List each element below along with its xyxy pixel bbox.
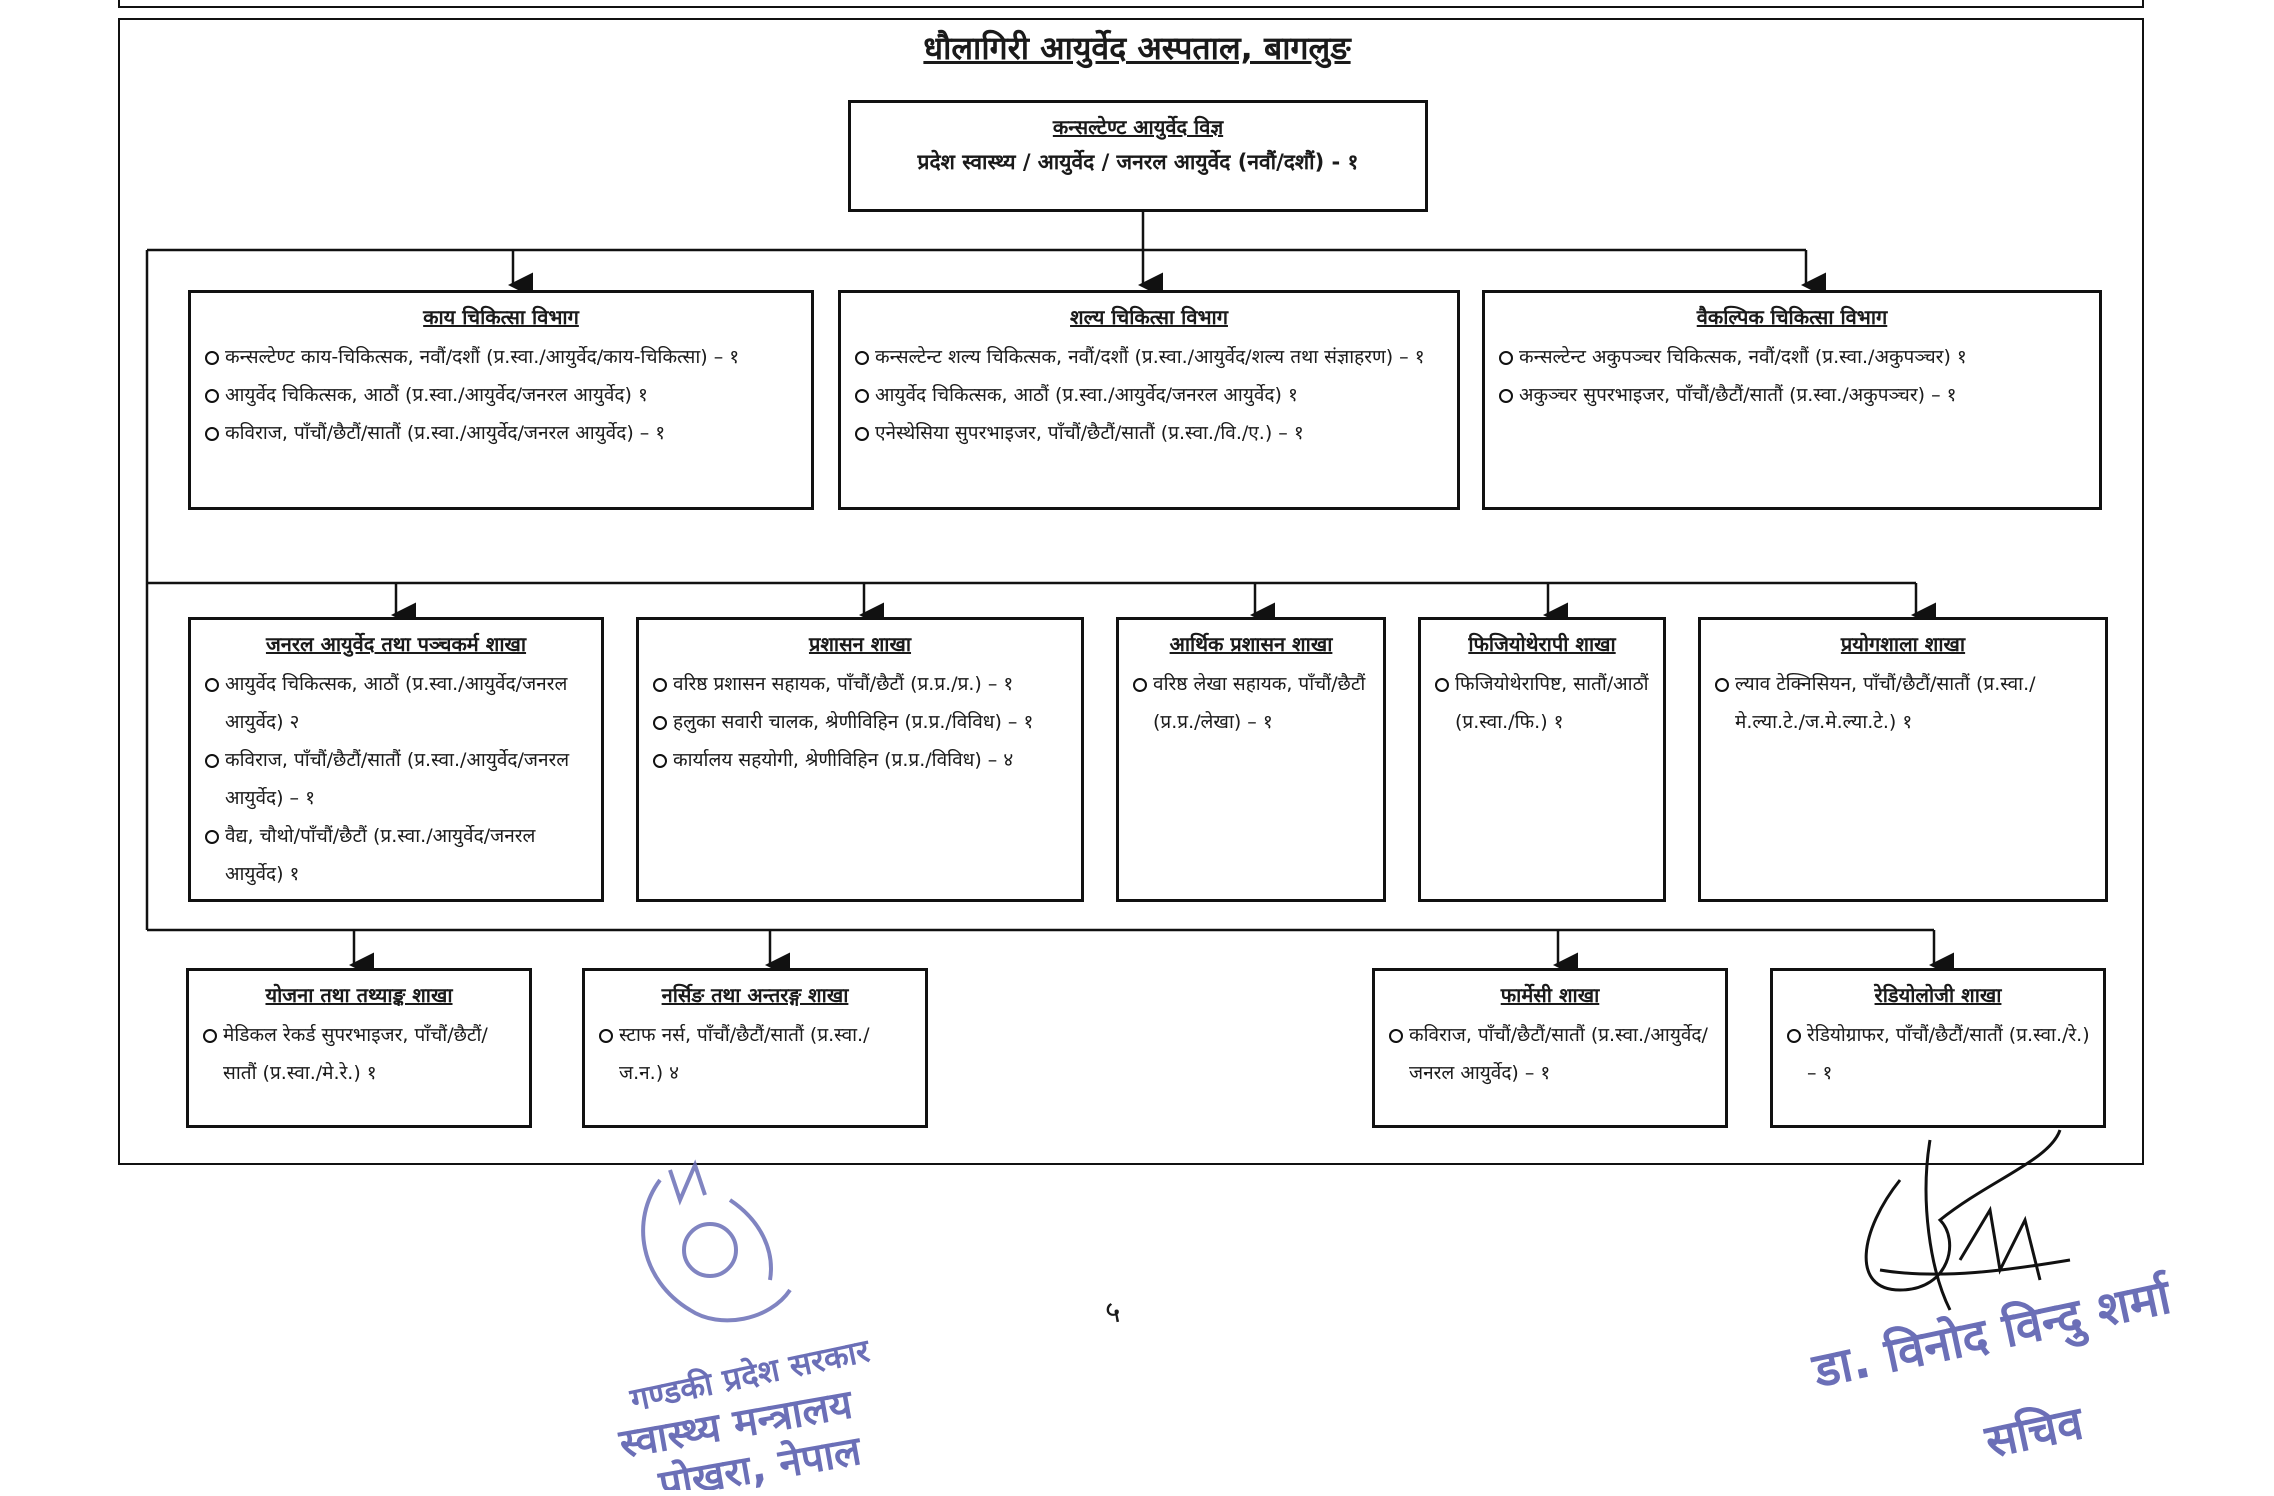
list-item: वरिष्ठ प्रशासन सहायक, पाँचौं/छैटौं (प्र.…: [651, 665, 1069, 703]
section-title: फिजियोथेरापी शाखा: [1468, 632, 1616, 656]
page-number: ५: [1105, 1295, 1121, 1330]
list-item: रेडियोग्राफर, पाँचौं/छैटौं/सातौं (प्र.स्…: [1785, 1016, 2091, 1092]
list-item: फिजियोथेरापिष्ट, सातौं/आठौं (प्र.स्वा./फ…: [1433, 665, 1651, 741]
section-box-nursing-inpatient: नर्सिङ तथा अन्तरङ्ग शाखा स्टाफ नर्स, पाँ…: [582, 968, 928, 1128]
top-box-title: कन्सल्टेण्ट आयुर्वेद विज्ञ: [1052, 115, 1224, 139]
official-stamp: गण्डकी प्रदेश सरकार स्वास्थ्य मन्त्रालय …: [600, 1140, 960, 1496]
department-title: काय चिकित्सा विभाग: [423, 305, 579, 329]
list-item: कविराज, पाँचौं/छैटौं/सातौं (प्र.स्वा./आय…: [1387, 1016, 1713, 1092]
section-box-finance: आर्थिक प्रशासन शाखा वरिष्ठ लेखा सहायक, प…: [1116, 617, 1386, 902]
section-box-radiology: रेडियोलोजी शाखा रेडियोग्राफर, पाँचौं/छैट…: [1770, 968, 2106, 1128]
list-item: कविराज, पाँचौं/छैटौं/सातौं (प्र.स्वा./आय…: [203, 741, 589, 817]
list-item: आयुर्वेद चिकित्सक, आठौं (प्र.स्वा./आयुर्…: [203, 376, 799, 414]
signature: [1864, 1129, 2071, 1311]
department-title: वैकल्पिक चिकित्सा विभाग: [1696, 305, 1888, 329]
section-box-physiotherapy: फिजियोथेरापी शाखा फिजियोथेरापिष्ट, सातौं…: [1418, 617, 1666, 902]
stamp-emblem: गण्डकी प्रदेश सरकार स्वास्थ्य मन्त्रालय …: [615, 1159, 875, 1496]
section-title: फार्मेसी शाखा: [1500, 983, 1600, 1007]
page-top-frame: [118, 0, 2144, 8]
list-item: आयुर्वेद चिकित्सक, आठौं (प्र.स्वा./आयुर्…: [853, 376, 1445, 414]
list-item: आयुर्वेद चिकित्सक, आठौं (प्र.स्वा./आयुर्…: [203, 665, 589, 741]
section-box-general-panchakarma: जनरल आयुर्वेद तथा पञ्चकर्म शाखा आयुर्वेद…: [188, 617, 604, 902]
list-item: वैद्य, चौथो/पाँचौं/छैटौं (प्र.स्वा./आयुर…: [203, 817, 589, 893]
section-box-planning-statistics: योजना तथा तथ्याङ्क शाखा मेडिकल रेकर्ड सु…: [186, 968, 532, 1128]
outer-frame: [118, 18, 2144, 1165]
department-box-kaya: काय चिकित्सा विभाग कन्सल्टेण्ट काय-चिकित…: [188, 290, 814, 510]
list-item: स्टाफ नर्स, पाँचौं/छैटौं/सातौं (प्र.स्वा…: [597, 1016, 913, 1092]
list-item: अकुञ्चर सुपरभाइजर, पाँचौं/छैटौं/सातौं (प…: [1497, 376, 2087, 414]
department-box-shalya: शल्य चिकित्सा विभाग कन्सल्टेन्ट शल्य चिक…: [838, 290, 1460, 510]
section-title: प्रयोगशाला शाखा: [1840, 632, 1966, 656]
list-item: एनेस्थेसिया सुपरभाइजर, पाँचौं/छैटौं/सातौ…: [853, 414, 1445, 452]
section-box-administration: प्रशासन शाखा वरिष्ठ प्रशासन सहायक, पाँचौ…: [636, 617, 1084, 902]
department-box-alternative: वैकल्पिक चिकित्सा विभाग कन्सल्टेन्ट अकुप…: [1482, 290, 2102, 510]
list-item: कविराज, पाँचौं/छैटौं/सातौं (प्र.स्वा./आय…: [203, 414, 799, 452]
section-title: योजना तथा तथ्याङ्क शाखा: [265, 983, 453, 1007]
top-box-line: प्रदेश स्वास्थ्य / आयुर्वेद / जनरल आयुर्…: [917, 150, 1359, 174]
list-item: कन्सल्टेन्ट अकुपञ्चर चिकित्सक, नवौं/दशौं…: [1497, 338, 2087, 376]
section-title: नर्सिङ तथा अन्तरङ्ग शाखा: [661, 983, 849, 1007]
section-box-laboratory: प्रयोगशाला शाखा ल्याव टेक्निसियन, पाँचौं…: [1698, 617, 2108, 902]
list-item: वरिष्ठ लेखा सहायक, पाँचौं/छैटौं (प्र.प्र…: [1131, 665, 1371, 741]
list-item: मेडिकल रेकर्ड सुपरभाइजर, पाँचौं/छैटौं/सा…: [201, 1016, 517, 1092]
section-box-pharmacy: फार्मेसी शाखा कविराज, पाँचौं/छैटौं/सातौं…: [1372, 968, 1728, 1128]
list-item: हलुका सवारी चालक, श्रेणीविहिन (प्र.प्र./…: [651, 703, 1069, 741]
top-consultant-box: कन्सल्टेण्ट आयुर्वेद विज्ञ प्रदेश स्वास्…: [848, 100, 1428, 212]
section-title: जनरल आयुर्वेद तथा पञ्चकर्म शाखा: [265, 632, 527, 656]
section-title: प्रशासन शाखा: [808, 632, 912, 656]
section-title: आर्थिक प्रशासन शाखा: [1169, 632, 1333, 656]
signatory-designation: सचिव: [1980, 1395, 2088, 1469]
page-title: धौलागिरी आयुर्वेद अस्पताल, बागलुङ: [923, 29, 1351, 67]
list-item: ल्याव टेक्निसियन, पाँचौं/छैटौं/सातौं (प्…: [1713, 665, 2093, 741]
list-item: कार्यालय सहयोगी, श्रेणीविहिन (प्र.प्र./व…: [651, 741, 1069, 779]
list-item: कन्सल्टेन्ट शल्य चिकित्सक, नवौं/दशौं (प्…: [853, 338, 1445, 376]
list-item: कन्सल्टेण्ट काय-चिकित्सक, नवौं/दशौं (प्र…: [203, 338, 799, 376]
department-title: शल्य चिकित्सा विभाग: [1070, 305, 1228, 329]
section-title: रेडियोलोजी शाखा: [1874, 983, 2002, 1007]
